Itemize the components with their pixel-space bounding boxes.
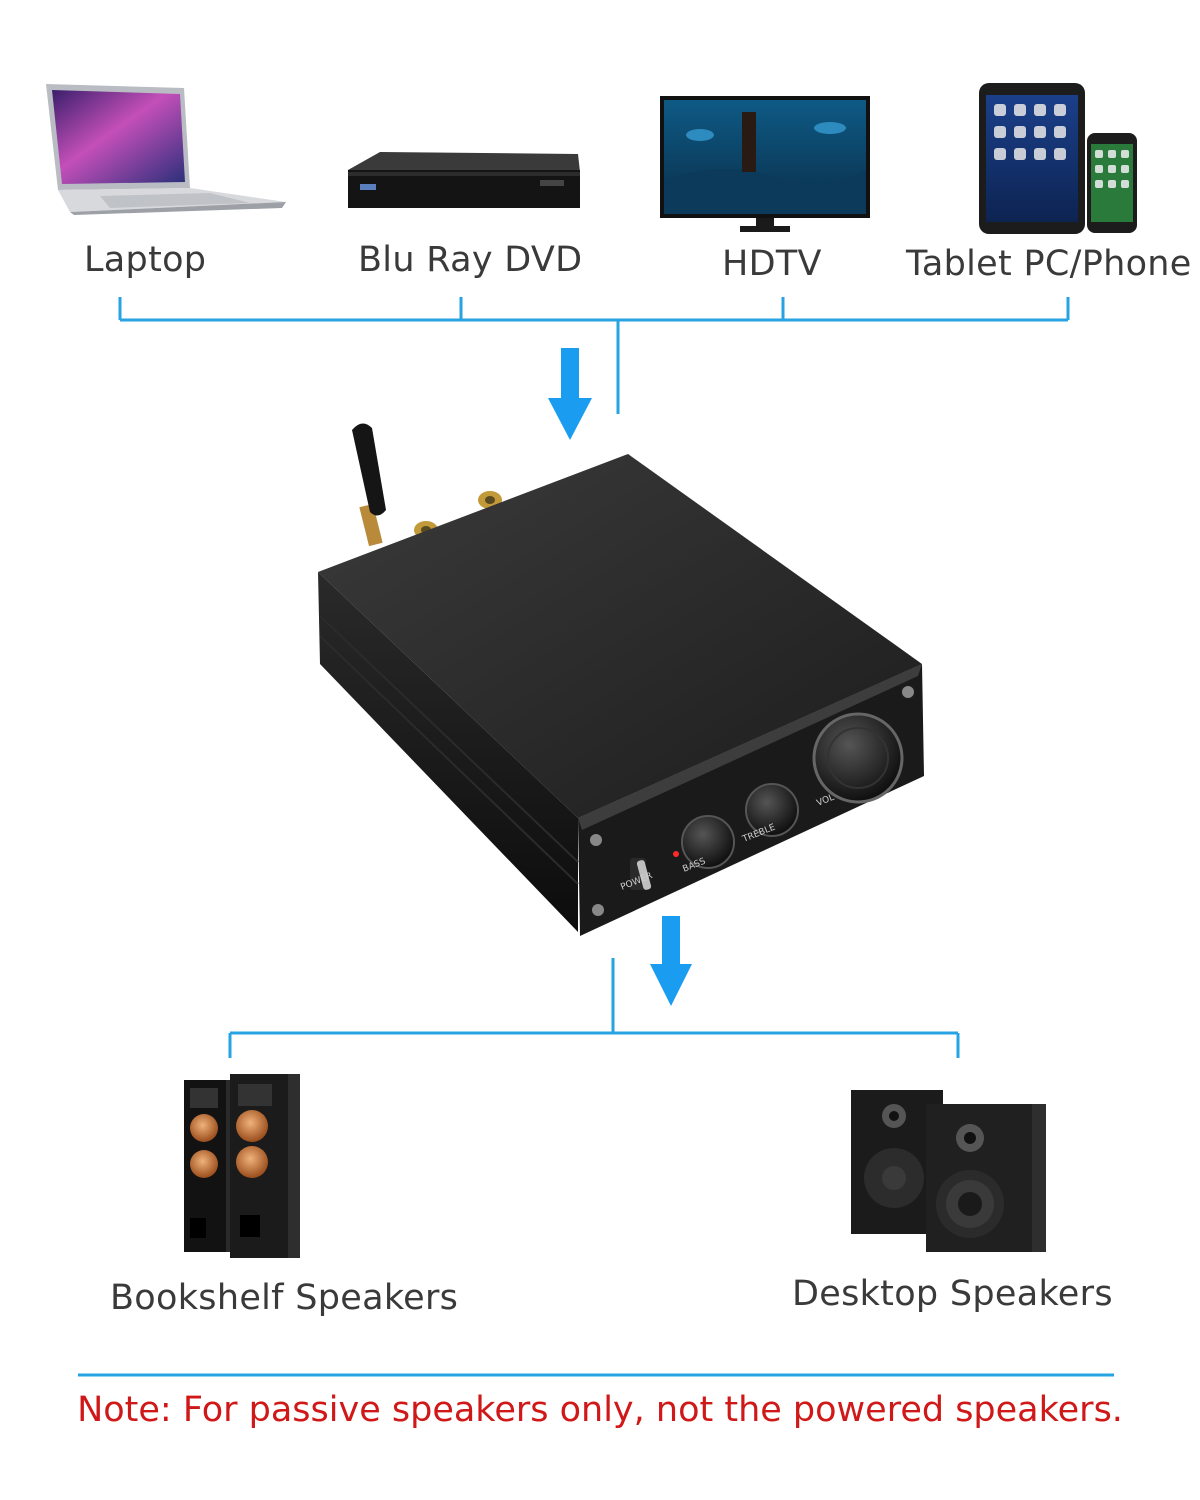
bass-knob bbox=[681, 815, 735, 869]
bookshelf-speakers-icon bbox=[184, 1074, 300, 1258]
tablet-phone-icon bbox=[979, 83, 1137, 234]
laptop-label: Laptop bbox=[84, 240, 207, 280]
power-led bbox=[673, 851, 679, 857]
desktop-speakers-icon bbox=[851, 1090, 1046, 1252]
power-switch bbox=[630, 858, 652, 890]
bookshelf-speakers-label: Bookshelf Speakers bbox=[110, 1278, 459, 1318]
bluray-player-icon bbox=[348, 152, 580, 208]
bluray-label: Blu Ray DVD bbox=[358, 240, 583, 280]
laptop-icon bbox=[46, 84, 286, 215]
desktop-speakers-label: Desktop Speakers bbox=[792, 1274, 1113, 1314]
hdtv-label: HDTV bbox=[722, 244, 822, 284]
hdtv-icon bbox=[660, 96, 870, 232]
bluetooth-amplifier-icon: POWER BASS TREBLE VOL bbox=[318, 423, 924, 936]
output-arrow-icon bbox=[650, 916, 692, 1006]
treble-knob bbox=[745, 783, 799, 837]
input-connector-lines bbox=[118, 297, 1070, 414]
antenna-icon bbox=[352, 423, 386, 547]
tablet-phone-label: Tablet PC/Phone bbox=[906, 244, 1192, 284]
volume-knob bbox=[812, 712, 904, 804]
input-arrow-icon bbox=[548, 348, 592, 440]
passive-speakers-note: Note: For passive speakers only, not the… bbox=[77, 1390, 1123, 1430]
output-connector-lines bbox=[228, 958, 960, 1058]
